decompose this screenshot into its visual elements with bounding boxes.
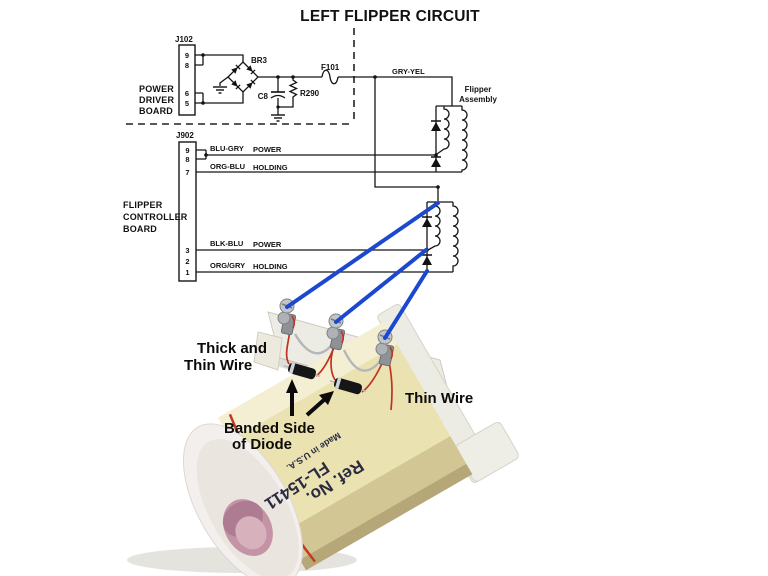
f101-label: F101 [321, 63, 340, 72]
blk-blu-label: BLK-BLU [210, 239, 243, 248]
blu-gry-label: BLU-GRY [210, 144, 244, 153]
j902-pin-8: 8 [185, 155, 189, 164]
j102-pin-9: 9 [185, 51, 189, 60]
diode-1-band [288, 362, 296, 374]
power-driver-board-label-2: DRIVER [139, 95, 175, 105]
capacitor-icon [270, 77, 286, 122]
blue-connection-line-2 [334, 248, 428, 324]
banded-side-arrows [286, 379, 334, 417]
bridge-rectifier-icon [227, 61, 259, 93]
flipper-controller-board-label-3: BOARD [123, 224, 157, 234]
j102-bottom-feed-wire [195, 92, 244, 104]
j102-label: J102 [175, 35, 193, 44]
power-driver-board-label-3: BOARD [139, 106, 173, 116]
coil-body [182, 303, 519, 576]
gry-yel-wire [338, 76, 453, 106]
holding-label-1: HOLDING [253, 163, 288, 172]
diagonal-arrow [305, 397, 327, 417]
banded-side-label-2: of Diode [232, 436, 292, 453]
coil-photo: Ref. No. FL-15411 Made in U.S.A. [127, 298, 519, 576]
br3-label: BR3 [251, 56, 268, 65]
power-driver-board-section: POWER DRIVER BOARD J102 9 8 6 5 BR3 [139, 35, 340, 122]
mounting-plate-tab [253, 331, 283, 371]
j102-top-feed-wire [195, 54, 244, 66]
flipper-controller-board-label-1: FLIPPER [123, 200, 163, 210]
thick-thin-wire-label-2: Thin Wire [184, 357, 252, 374]
c8-label: C8 [258, 92, 269, 101]
flipper-coil-2-symbol [422, 201, 459, 272]
lug-to-schematic-connections [285, 201, 440, 340]
solder-lug-3 [375, 329, 395, 367]
thin-wire-label: Thin Wire [405, 390, 473, 407]
diode-2-band [334, 377, 342, 389]
holding-label-2: HOLDING [253, 262, 288, 271]
page-title: LEFT FLIPPER CIRCUIT [300, 8, 480, 25]
j902-label: J902 [176, 131, 194, 140]
org-gry-label: ORG/GRY [210, 261, 245, 270]
bridge-ground-icon [213, 76, 229, 94]
org-blu-label: ORG-BLU [210, 162, 245, 171]
flipper-assembly-label-1: Flipper [465, 85, 492, 94]
j902-pin-9: 9 [185, 146, 189, 155]
thick-thin-wire-label-1: Thick and [197, 340, 267, 357]
j902-pin-7: 7 [185, 168, 189, 177]
flipper-controller-board-label-2: CONTROLLER [123, 212, 188, 222]
blue-connection-line-3 [383, 269, 429, 340]
flipper-coil-1-symbol [431, 105, 468, 172]
power-label-1: POWER [253, 145, 282, 154]
j902-pin-3: 3 [185, 246, 189, 255]
diode-1-photo [283, 362, 321, 380]
blue-connection-line-1 [285, 201, 440, 309]
j102-pin-5: 5 [185, 99, 189, 108]
power-driver-board-label-1: POWER [139, 84, 174, 94]
fuse-icon [321, 69, 339, 85]
j102-pin-8: 8 [185, 61, 189, 70]
j102-pin-6: 6 [185, 89, 189, 98]
blu-gry-power-wire [196, 149, 436, 160]
j102-connector-box [178, 44, 196, 116]
j902-pin-2: 2 [185, 257, 189, 266]
flipper-assembly-label-2: Assembly [459, 95, 497, 104]
j902-pin-1: 1 [185, 268, 189, 277]
r290-label: R290 [300, 89, 320, 98]
flipper-controller-board-section: FLIPPER CONTROLLER BOARD J902 9 8 7 3 2 … [123, 131, 462, 282]
lower-coil-feed-wire [374, 77, 439, 202]
diode-2-photo [329, 377, 367, 395]
j902-connector-box [178, 141, 197, 282]
power-label-2: POWER [253, 240, 282, 249]
gry-yel-label: GRY-YEL [392, 67, 425, 76]
resistor-icon [278, 77, 299, 108]
banded-side-label-1: Banded Side [224, 420, 315, 437]
